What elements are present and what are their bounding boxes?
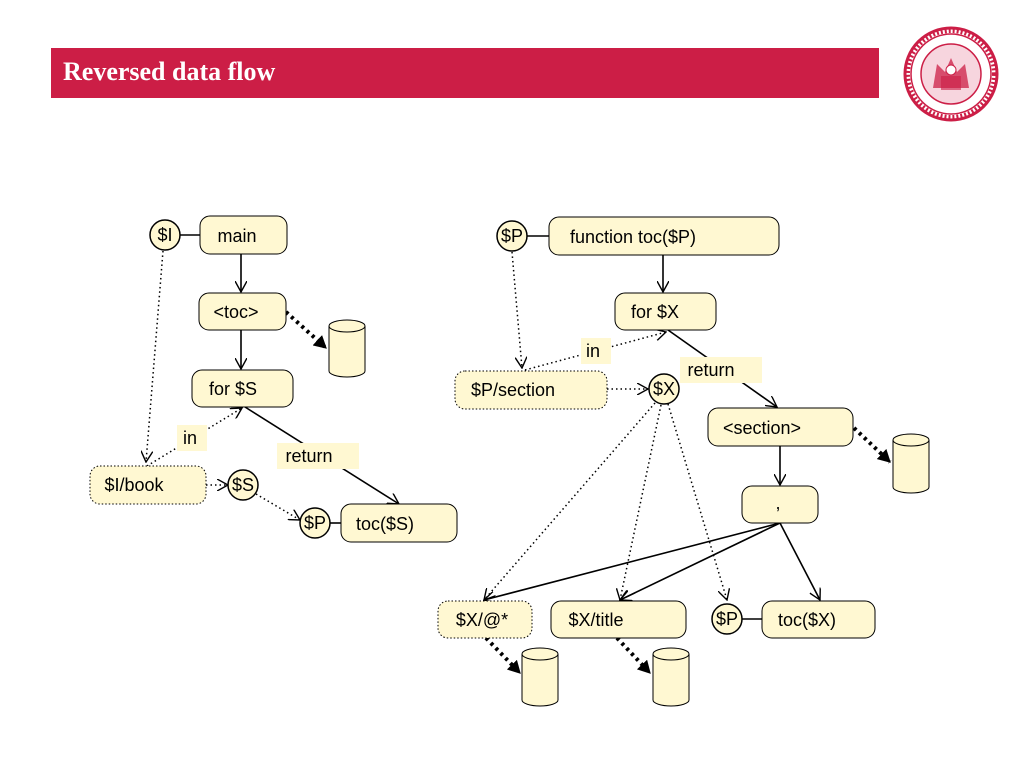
- label-box-return-right: [680, 357, 762, 383]
- node-comma: [741, 485, 819, 524]
- node-X-attr-label: $X/@*: [456, 610, 508, 630]
- node-for-S: [191, 369, 294, 408]
- node-comma-label: ,: [775, 493, 780, 513]
- edge-label-in-left: in: [183, 428, 197, 448]
- output-edge-toc: [284, 310, 328, 350]
- edge-label-in-right: in: [586, 341, 600, 361]
- var-label-I: $I: [157, 225, 172, 245]
- edge-label-return-left: return: [285, 446, 332, 466]
- storage-cylinder-icon: [328, 319, 366, 378]
- node-toc-X-label: toc($X): [778, 610, 836, 630]
- node-main: [199, 215, 288, 255]
- node-function-toc: [548, 216, 780, 256]
- edge-comma-Xtitle: [620, 522, 781, 600]
- var-label-X: $X: [653, 379, 675, 399]
- dotted-edge-X-Xtitle: [620, 404, 662, 600]
- var-node-S: [227, 469, 259, 501]
- dotted-edge-S-P: [255, 493, 300, 520]
- node-X-title: [550, 600, 687, 639]
- node-for-X: [614, 292, 717, 331]
- storage-cylinder-icon: [652, 647, 690, 707]
- storage-cylinder-icon: [892, 433, 930, 494]
- output-edge-Xattr: [484, 636, 522, 675]
- node-toc-S: [340, 503, 458, 543]
- var-label-P2: $P: [716, 609, 738, 629]
- dotted-edge-X-Xattr: [484, 402, 656, 600]
- var-label-P-right: $P: [501, 226, 523, 246]
- dotted-edge-I-book: [146, 250, 164, 462]
- var-node-P-left: [299, 507, 331, 539]
- node-main-label: main: [217, 226, 256, 246]
- label-box-in-left: [177, 425, 207, 451]
- var-label-P-left: $P: [304, 513, 326, 533]
- var-node-P2: [711, 603, 743, 635]
- node-section-label: <section>: [723, 418, 801, 438]
- node-toc-label: <toc>: [213, 302, 258, 322]
- edge-comma-tocX: [779, 522, 820, 600]
- node-for-X-label: for $X: [631, 302, 679, 322]
- edge-comma-Xattr: [484, 522, 781, 600]
- label-box-in-right: [581, 338, 611, 364]
- page-title: Reversed data flow: [63, 57, 276, 86]
- var-node-I: [149, 219, 181, 251]
- var-node-X: [648, 373, 680, 405]
- node-P-section-label: $P/section: [471, 380, 555, 400]
- storage-cylinder-icon: [521, 647, 559, 707]
- node-X-attr: [437, 600, 533, 639]
- label-box-return-left: [277, 443, 359, 469]
- dotted-edge-P-section: [511, 251, 522, 368]
- node-for-S-label: for $S: [209, 379, 257, 399]
- node-I-book: [89, 465, 207, 505]
- output-edge-Xtitle: [615, 636, 652, 675]
- var-label-S: $S: [232, 475, 254, 495]
- dotted-edge-in-left: [146, 408, 242, 467]
- node-toc-S-label: toc($S): [356, 514, 414, 534]
- title-bar: Reversed data flow: [51, 48, 879, 98]
- node-X-title-label: $X/title: [568, 610, 623, 630]
- university-seal-icon: [903, 26, 999, 122]
- output-edge-section: [852, 426, 892, 464]
- node-section: [707, 407, 854, 447]
- node-I-book-label: $I/book: [104, 475, 164, 495]
- node-function-toc-label: function toc($P): [570, 227, 696, 247]
- var-node-P-right: [496, 220, 528, 252]
- node-toc: [198, 292, 287, 331]
- node-P-section: [454, 370, 608, 410]
- node-toc-X: [761, 600, 876, 639]
- edge-label-return-right: return: [687, 360, 734, 380]
